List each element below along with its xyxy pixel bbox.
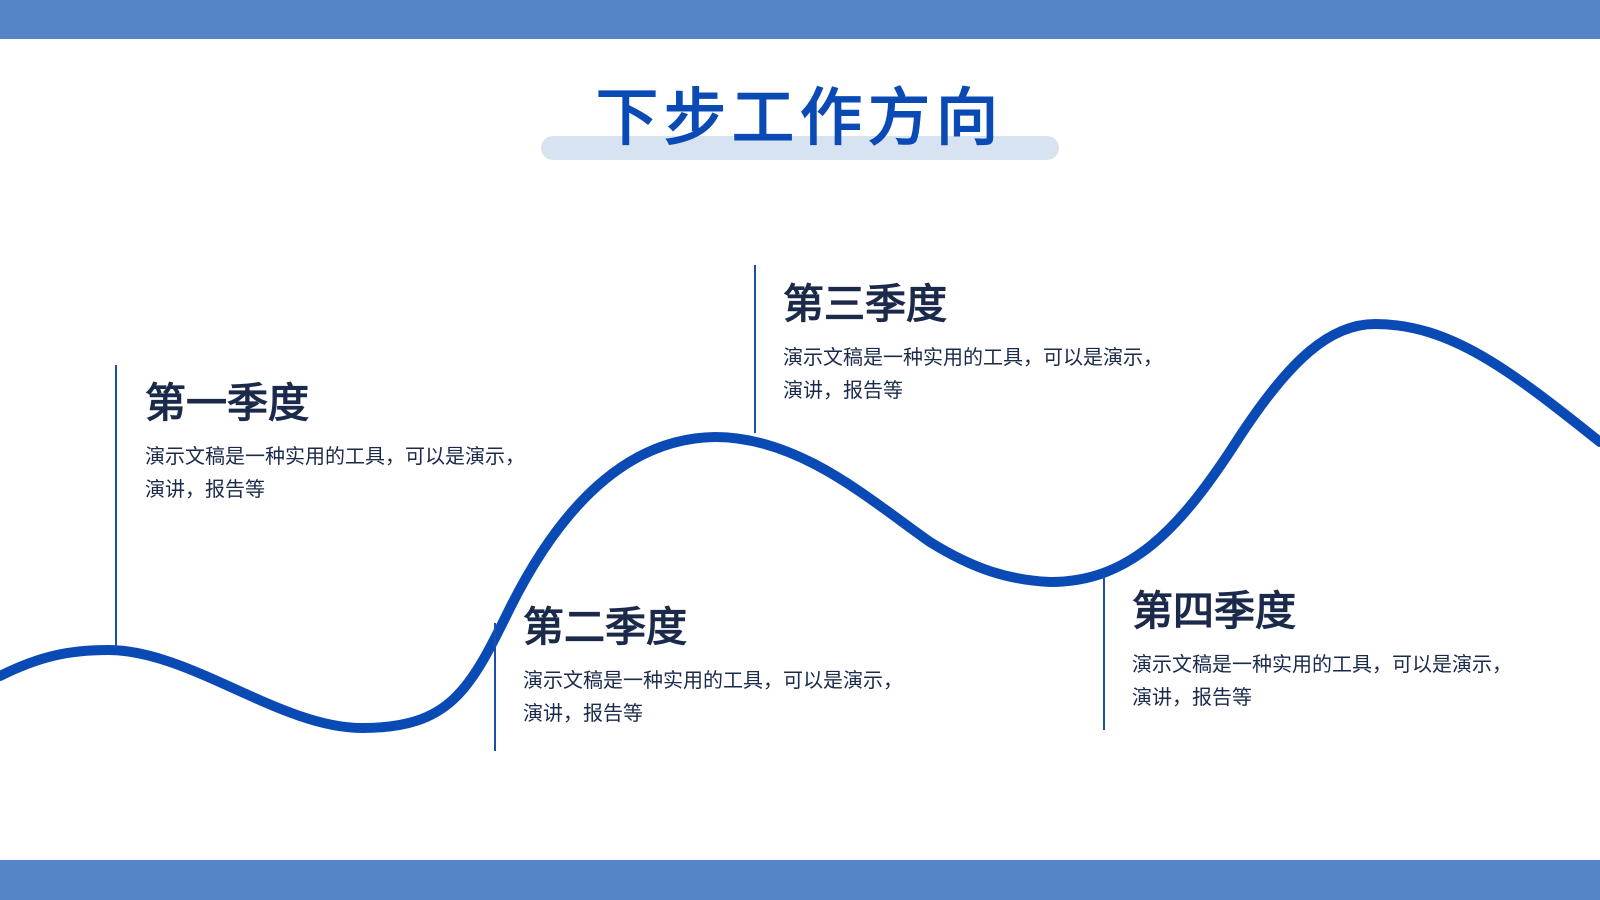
bottom-band: [0, 860, 1600, 900]
quarter-description: 演示文稿是一种实用的工具，可以是演示，演讲，报告等: [1132, 652, 1512, 709]
quarter-title: 第三季度: [783, 280, 947, 328]
title-highlight-bar: [541, 136, 1059, 160]
quarter-block-4: 第四季度 演示文稿是一种实用的工具，可以是演示，演讲，报告等: [1132, 584, 1532, 714]
quarter-description: 演示文稿是一种实用的工具，可以是演示，演讲，报告等: [523, 668, 903, 725]
quarter-title: 第四季度: [1132, 587, 1296, 635]
marker-line-q2: [494, 623, 496, 751]
marker-line-q1: [115, 365, 117, 648]
quarter-description: 演示文稿是一种实用的工具，可以是演示，演讲，报告等: [145, 444, 525, 501]
quarter-block-1: 第一季度 演示文稿是一种实用的工具，可以是演示，演讲，报告等: [145, 376, 545, 506]
title-area: 下步工作方向: [0, 78, 1600, 168]
quarter-description: 演示文稿是一种实用的工具，可以是演示，演讲，报告等: [783, 345, 1163, 402]
wave-path: [0, 318, 1600, 734]
top-band: [0, 0, 1600, 39]
marker-line-q4: [1103, 574, 1105, 730]
quarter-block-3: 第三季度 演示文稿是一种实用的工具，可以是演示，演讲，报告等: [783, 277, 1183, 407]
page-title: 下步工作方向: [595, 81, 1004, 154]
quarter-title: 第二季度: [523, 603, 687, 651]
quarter-block-2: 第二季度 演示文稿是一种实用的工具，可以是演示，演讲，报告等: [523, 600, 923, 730]
marker-line-q3: [754, 265, 756, 433]
quarter-title: 第一季度: [145, 379, 309, 427]
